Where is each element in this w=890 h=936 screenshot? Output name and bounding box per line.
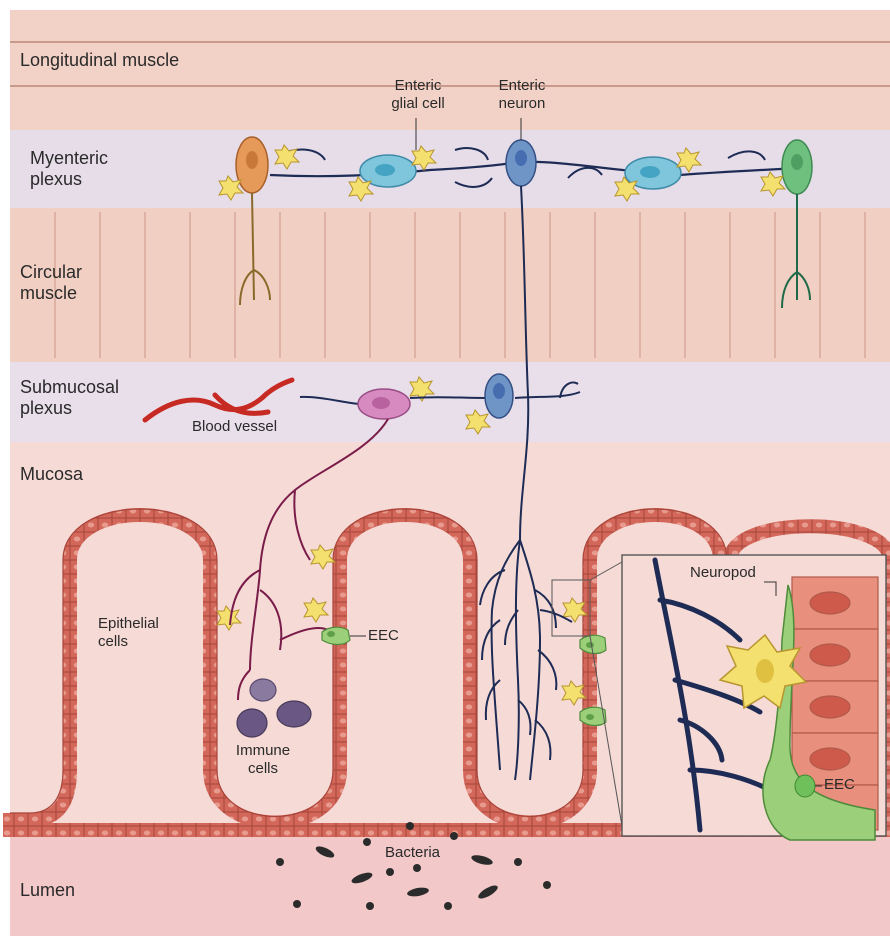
label-blood-vessel: Blood vessel <box>192 418 277 436</box>
glial-cell-nucleus <box>375 164 395 176</box>
label-enteric-glial-cell: Enteric glial cell <box>380 77 456 112</box>
enteric-neuron-nucleus <box>515 150 527 166</box>
eec-cell <box>580 635 606 653</box>
submucosal-plexus-band <box>10 362 890 442</box>
label-epithelial-cells: Epithelial cells <box>98 615 159 650</box>
label-myenteric-plexus: Myenteric plexus <box>30 148 108 190</box>
submucosal-enteric-neuron-nucleus <box>493 383 505 399</box>
immune-cell <box>250 679 276 701</box>
immune-cell <box>277 701 311 727</box>
label-enteric-neuron: Enteric neuron <box>488 77 556 112</box>
inset-glia-nucleus <box>756 659 774 683</box>
green-neuron-nucleus <box>791 154 803 170</box>
label-longitudinal-muscle: Longitudinal muscle <box>20 50 179 71</box>
label-lumen: Lumen <box>20 880 75 901</box>
circular-muscle-band <box>10 208 890 362</box>
label-immune-cells: Immune cells <box>228 742 298 777</box>
submucosal-neuron-nucleus <box>372 397 390 409</box>
immune-cell <box>237 709 267 737</box>
label-inset-eec: EEC <box>824 776 855 794</box>
orange-neuron-nucleus <box>246 151 258 169</box>
inset-eec-nucleus <box>795 775 815 797</box>
label-mucosa: Mucosa <box>20 464 83 485</box>
label-bacteria: Bacteria <box>385 844 440 862</box>
label-neuropod: Neuropod <box>690 564 756 582</box>
label-circular-muscle: Circular muscle <box>20 262 82 304</box>
eec-cell <box>322 627 350 644</box>
lumen-band <box>10 832 890 936</box>
label-eec: EEC <box>368 627 399 645</box>
glial-cell-nucleus <box>640 166 660 178</box>
label-submucosal-plexus: Submucosal plexus <box>20 377 119 419</box>
